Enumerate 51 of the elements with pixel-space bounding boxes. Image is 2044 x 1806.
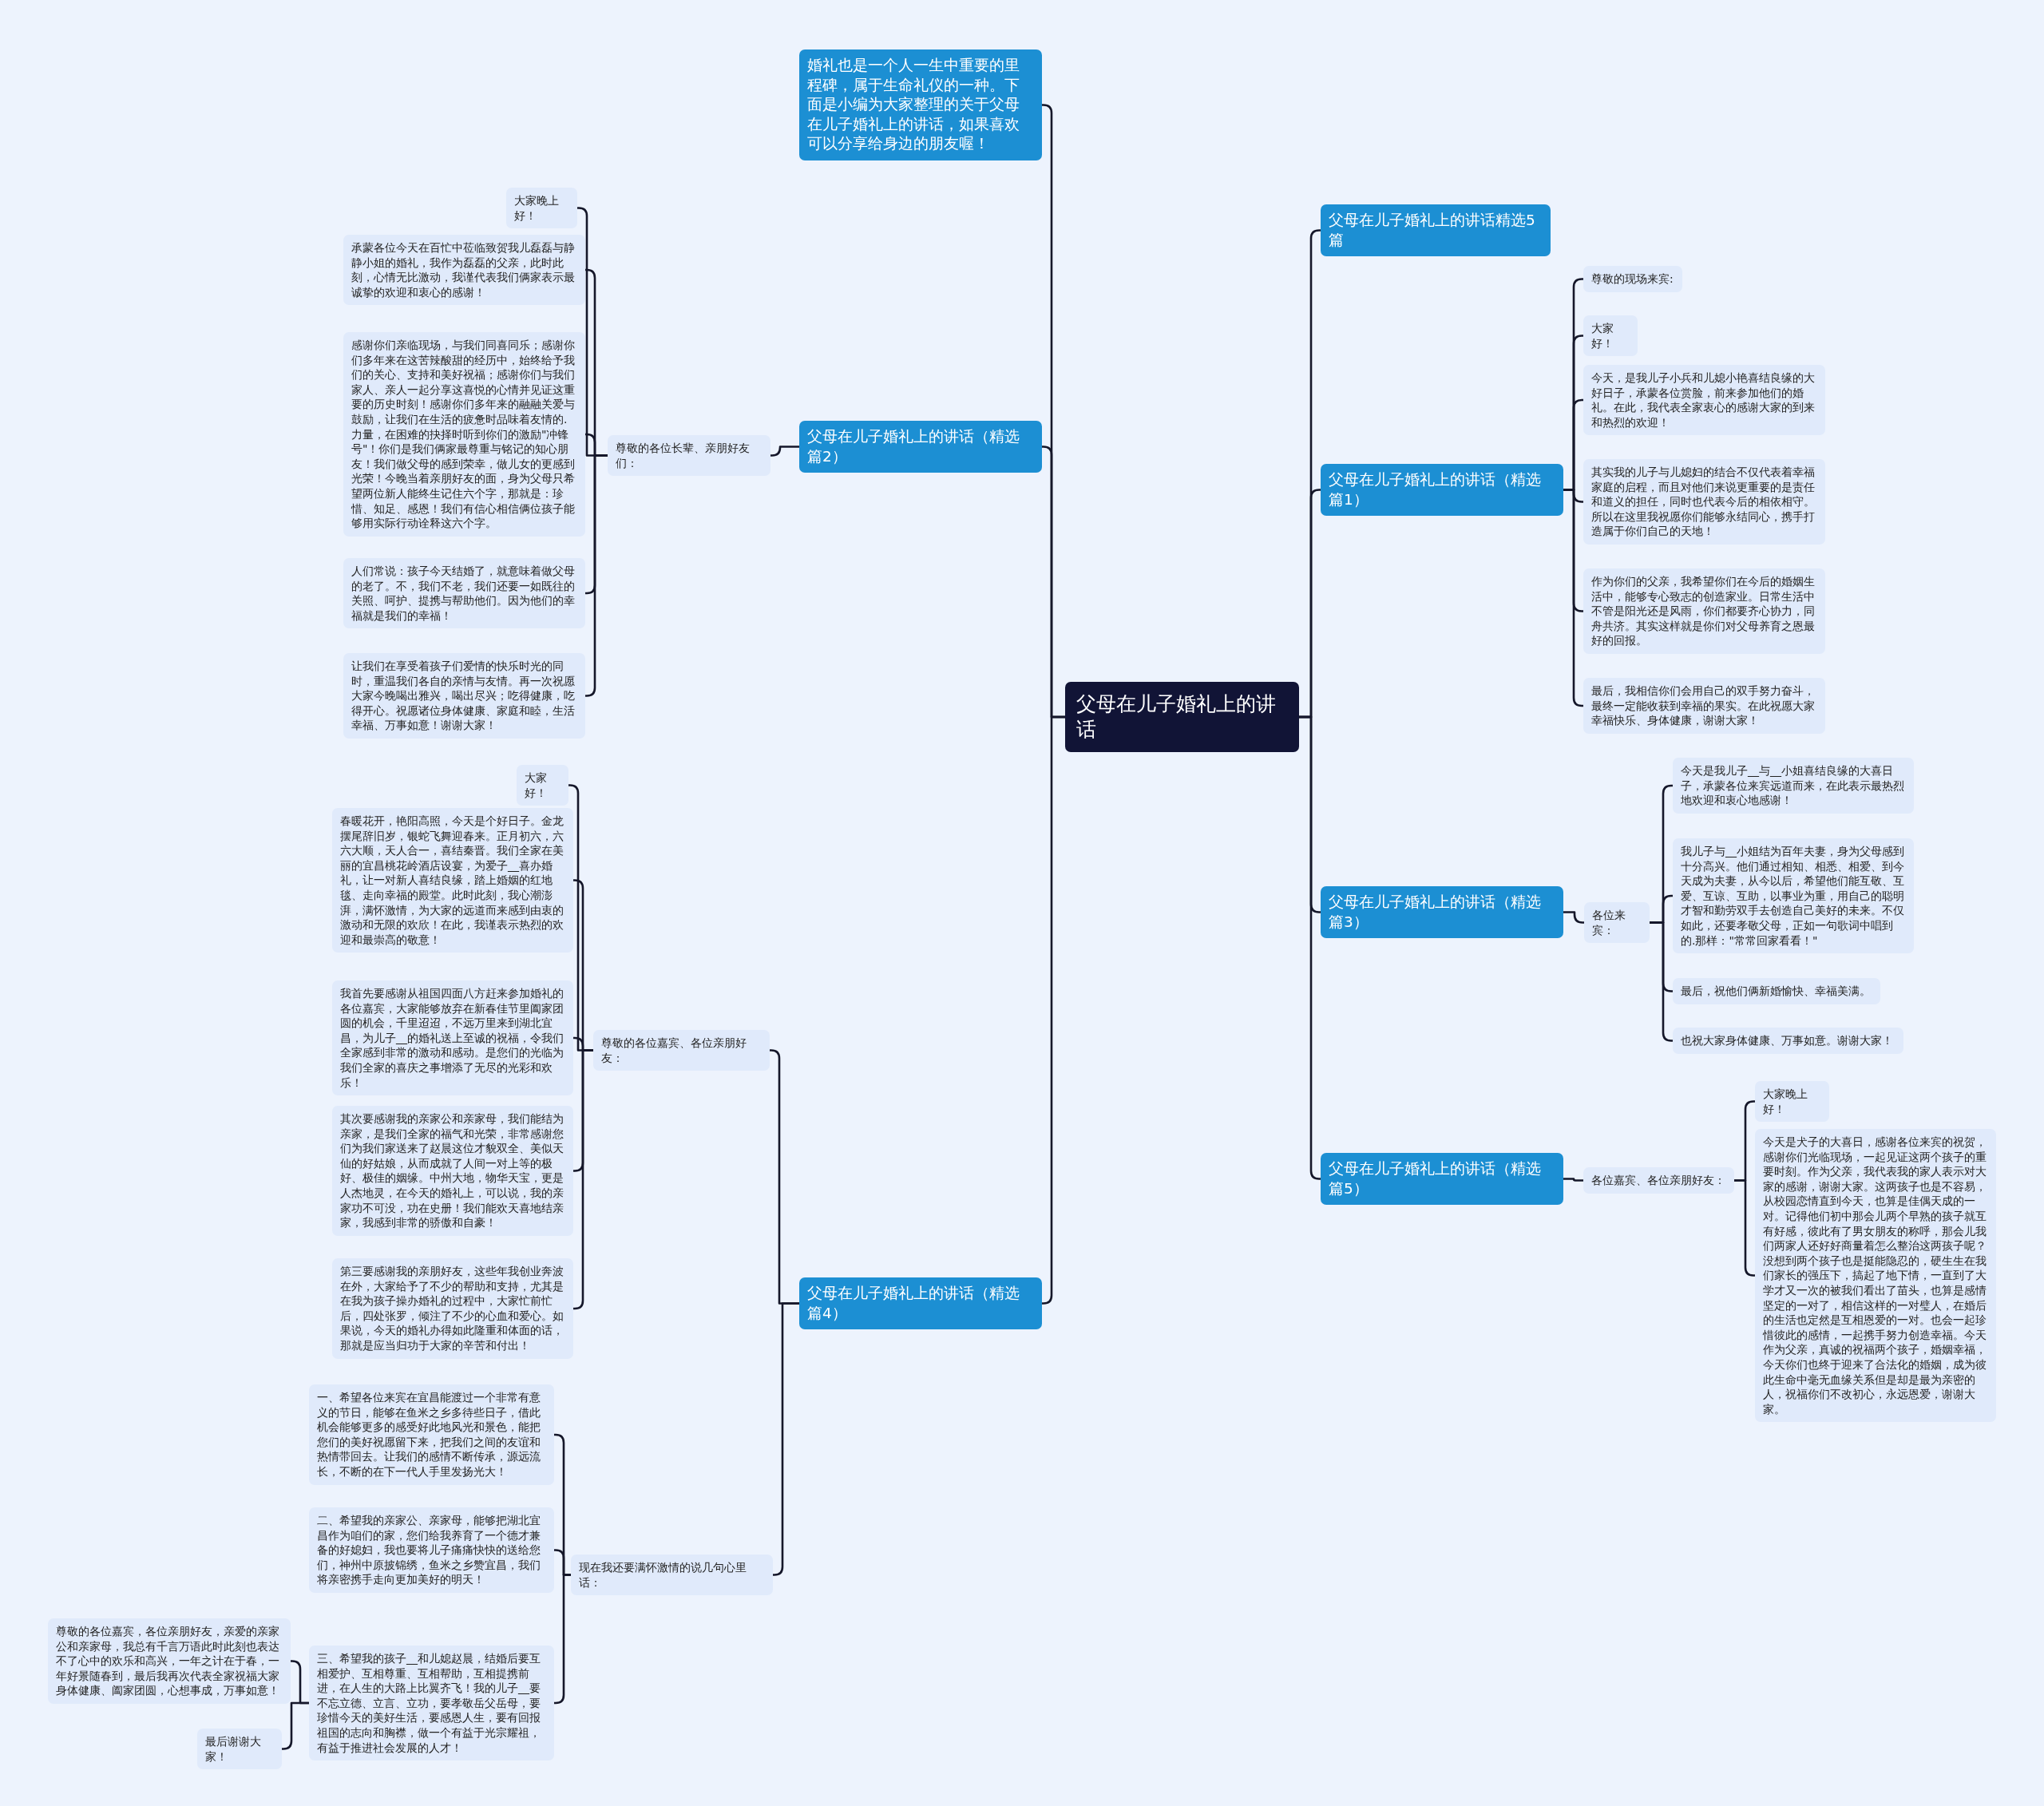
- connector: [1041, 715, 1065, 1305]
- text-box: 尊敬的各位嘉宾，各位亲朋好友，亲爱的亲家公和亲家母，我总有千言万语此时此刻也表达不了心中的欢乐和高兴，一年之计在于春，一年好景随春到，最后我再次代表全家祝福大家身体健康、阖家团圆，心想事成，万事如意！: [48, 1618, 291, 1704]
- central-topic: 父母在儿子婚礼上的讲话: [1065, 682, 1299, 752]
- connector: [1299, 715, 1321, 1180]
- text-box: 春暖花开，艳阳高照，今天是个好日子。金龙摆尾辞旧岁，银蛇飞舞迎春来。正月初六，六六大顺，天人合一，喜结秦晋。我们全家在美丽的宜昌桃花岭酒店设宴，为爱子__喜办婚礼，让一对新人喜结良缘，踏上婚姻的红地毯、走向幸福的殿堂。此时此刻，我心潮澎湃，满怀激情，为大家的远道而来感到由衷的激动和无限的欢欣！在此，我谨表示热烈的欢迎和最崇高的敬意！: [332, 808, 573, 953]
- text-box: 尊敬的各位嘉宾、各位亲朋好友：: [593, 1030, 770, 1071]
- text-box: 现在我还要满怀激情的说几句心里话：: [571, 1555, 773, 1596]
- branch-box: 父母在儿子婚礼上的讲话（精选篇1）: [1321, 464, 1563, 516]
- branch-box: 父母在儿子婚礼上的讲话（精选篇3）: [1321, 886, 1563, 938]
- branch-box: 婚礼也是一个人一生中重要的里程碑，属于生命礼仪的一种。下面是小编为大家整理的关于父母在儿子婚礼上的讲话，如果喜欢可以分享给身边的朋友喔！: [799, 50, 1042, 160]
- text-box: 大家晚上好！: [506, 188, 577, 229]
- text-box: 大家好！: [517, 765, 568, 806]
- text-box: 今天是犬子的大喜日，感谢各位来宾的祝贺，感谢你们光临现场，一起见证这两个孩子的重要时刻。作为父亲，我代表我的家人表示对大家的感谢，谢谢大家。这两孩子也是不容易，从校园恋情直到今天，也算是佳偶天成的一对。记得他们初中那会儿两个早熟的孩子就互有好感，彼此有了男女朋友的称呼，那会儿我们两家人还好好商量着怎么整治这两孩子呢？没想到两个孩子也是挺能隐忍的，硬生生在我们家长的强压下，搞起了地下情，一直到了大学才又一次的被我们看出了苗头，也算是感情坚定的一对了，相信这样的一对璧人，在婚后的生活也定然是互相恩爱的一对。也会一起珍惜彼此的感情，一起携手努力创造幸福。今天作为父亲，真诚的祝福两个孩子，婚姻幸福，今天你们也终于迎来了合法化的婚姻，成为彼此生命中毫无血缘关系但是却是最为亲密的人，祝福你们不改初心，永远恩爱，谢谢大家。: [1755, 1129, 1996, 1423]
- connector: [772, 1302, 799, 1576]
- branch-box: 父母在儿子婚礼上的讲话（精选篇5）: [1321, 1153, 1563, 1205]
- text-box: 最后，祝他们俩新婚愉快、幸福美满。: [1673, 978, 1880, 1004]
- connector: [1734, 1179, 1755, 1277]
- text-box: 今天是我儿子__与__小姐喜结良缘的大喜日子，承蒙各位来宾远道而来，在此表示最热烈地欢迎和衷心地感谢！: [1673, 758, 1914, 814]
- connector: [282, 1701, 309, 1750]
- text-box: 其次要感谢我的亲家公和亲家母，我们能结为亲家，是我们全家的福气和光荣，非常感谢您们为我们家送来了赵晨这位才貌双全、美似天仙的好姑娘，从而成就了人间一对上等的极好、极佳的姻缘。中州大地，物华天宝，更是人杰地灵，在今天的婚礼上，可以说，我的亲家功不可没，功在史册！我们能欢天喜地结亲家，我感到非常的骄傲和自豪！: [332, 1106, 573, 1236]
- text-box: 人们常说：孩子今天结婚了，就意味着做父母的老了。不，我们不老，我们还要一如既往的关照、呵护、提携与帮助他们。因为他们的幸福就是我们的幸福！: [343, 558, 585, 629]
- text-box: 感谢你们亲临现场，与我们同喜同乐；感谢你们多年来在这苦辣酸甜的经历中，始终给予我们的关心、支持和美好祝福；感谢你们与我们家人、亲人一起分享这喜悦的心情并见证这重要的历史时刻！感谢你们多年来的融融关爱与鼓励，让我们在生活的疲惫时品味着友情的.力量，在困难的抉择时听到你们的激励"冲锋号"！你们是我们俩家最尊重与铭记的知心朋友！我们做父母的感到荣幸，做儿女的更感到光荣！今晚当着亲朋好友的面，身为父母只希望两位新人能终生记住六个字，那就是：珍惜、知足、感恩！我们有信心相信俩位孩子能够用实际行动诠释这六个字。: [343, 332, 585, 537]
- text-box: 最后，我相信你们会用自己的双手努力奋斗，最终一定能收获到幸福的果实。在此祝愿大家幸福快乐、身体健康，谢谢大家！: [1583, 678, 1825, 734]
- text-box: 尊敬的各位长辈、亲朋好友们：: [608, 435, 770, 477]
- text-box: 大家好！: [1583, 315, 1638, 357]
- text-box: 我儿子与__小姐结为百年夫妻，身为父母感到十分高兴。他们通过相知、相悉、相爱、到今天成为夫妻，从今以后，希望他们能互敬、互爱、互谅、互助，以事业为重，用自己的聪明才智和勤劳双手去创造自己美好的未来。不仅如此，还要孝敬父母，正如一句歌词中唱到的.那样："常常回家看看！": [1673, 838, 1914, 954]
- connector: [554, 1574, 571, 1705]
- text-box: 让我们在享受着孩子们爱情的快乐时光的同时，重温我们各自的亲情与友情。再一次祝愿大家今晚喝出雅兴，喝出尽兴；吃得健康，吃得开心。祝愿诸位身体健康、家庭和睦，生活幸福、万事如意！谢谢大家！: [343, 653, 585, 739]
- text-box: 也祝大家身体健康、万事如意。谢谢大家！: [1673, 1028, 1903, 1054]
- text-box: 二、希望我的亲家公、亲家母，能够把湖北宜昌作为咱们的家，您们给我养育了一个德才兼备的好媳妇，我也要将儿子痛痛快快的送给您们，神州中原披锦绣，鱼米之乡赞宜昌，我们将亲密携手走向更加美好的明天！: [309, 1507, 554, 1593]
- text-box: 尊敬的现场来宾:: [1583, 266, 1682, 292]
- text-box: 三、希望我的孩子__和儿媳赵晨，结婚后要互相爱护、互相尊重、互相帮助，互相提携前进，在人生的大路上比翼齐飞！我的儿子__要不忘立德、立言、立功，要孝敬岳父岳母，要珍惜今天的美好生活，要感恩人生，要有回报祖国的志向和胸襟，做一个有益于光宗耀祖，有益于推进社会发展的人才！: [309, 1646, 554, 1761]
- connector: [572, 1049, 593, 1310]
- text-box: 今天，是我儿子小兵和儿媳小艳喜结良缘的大好日子，承蒙各位赏脸，前来参加他们的婚礼。在此，我代表全家衷心的感谢大家的到来和热烈的欢迎！: [1583, 365, 1825, 436]
- text-box: 其实我的儿子与儿媳妇的结合不仅代表着幸福家庭的启程，而且对他们来说更重要的是责任和道义的担任，同时也代表今后的相依相守。所以在这里我祝愿你们能够永结同心，携手打造属于你们自己的天地！: [1583, 459, 1825, 545]
- connector: [1563, 911, 1584, 924]
- text-box: 我首先要感谢从祖国四面八方赶来参加婚礼的各位嘉宾，大家能够放弃在新春佳节里阖家团圆的机会，千里迢迢，不远万里来到湖北宜昌，为儿子__的婚礼送上至诚的祝福，令我们全家感到非常的激动和感动。是您们的光临为我们全家的喜庆之事增添了无尽的光彩和欢乐！: [332, 980, 573, 1096]
- text-box: 大家晚上好！: [1755, 1081, 1829, 1123]
- text-box: 各位嘉宾、各位亲朋好友：: [1583, 1167, 1734, 1194]
- connector: [1563, 489, 1584, 707]
- text-box: 作为你们的父亲，我希望你们在今后的婚姻生活中，能够专心致志的创造家业。日常生活中不管是阳光还是风雨，你们都要齐心协力，同舟共济。其实这样就是你们对父母养育之恩最好的回报。: [1583, 568, 1825, 654]
- text-box: 承蒙各位今天在百忙中莅临致贺我儿磊磊与静静小姐的婚礼，我作为磊磊的父亲，此时此刻，心情无比激动，我谨代表我们俩家表示最诚挚的欢迎和衷心的感谢！: [343, 235, 585, 306]
- branch-box: 父母在儿子婚礼上的讲话（精选篇2）: [799, 421, 1042, 473]
- branch-box: 父母在儿子婚礼上的讲话精选5篇: [1321, 204, 1551, 256]
- connector: [1563, 1178, 1583, 1182]
- text-box: 第三要感谢我的亲朋好友，这些年我创业奔波在外，大家给予了不少的帮助和支持，尤其是在我为孩子操办婚礼的过程中，大家忙前忙后，四处张罗，倾注了不少的心血和爱心。如果说，今天的婚礼办得如此隆重和体面的话，那就是应当归功于大家的辛苦和付出！: [332, 1258, 573, 1359]
- connector: [770, 446, 799, 457]
- text-box: 一、希望各位来宾在宜昌能渡过一个非常有意义的节日，能够在鱼米之乡多待些日子，借此机会能够更多的感受好此地风光和景色，能把您们的美好祝愿留下来，把我们之间的友谊和热情带回去。让我们的感情不断传承，源远流长，不断的在下一代人手里发扬光大！: [309, 1384, 554, 1485]
- branch-box: 父母在儿子婚礼上的讲话（精选篇4）: [799, 1277, 1042, 1329]
- text-box: 各位来宾：: [1584, 902, 1650, 944]
- text-box: 最后谢谢大家！: [197, 1729, 282, 1770]
